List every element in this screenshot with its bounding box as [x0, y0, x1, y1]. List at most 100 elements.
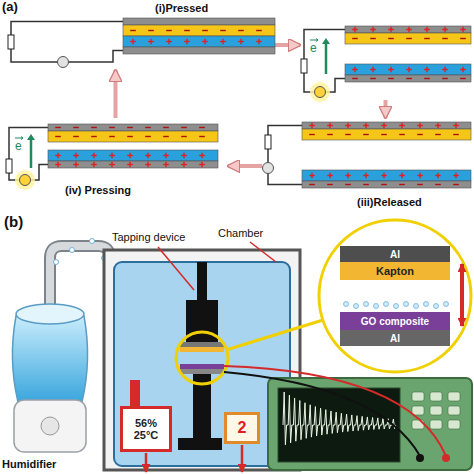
upper-film — [180, 347, 224, 352]
charge-sign — [181, 127, 187, 128]
charge-sign — [401, 173, 402, 179]
humidifier-base — [14, 400, 86, 452]
charge-sign — [184, 30, 190, 31]
bulb-symbol — [315, 87, 326, 98]
plate-layer — [123, 25, 275, 36]
charge-sign — [455, 123, 456, 129]
water-droplet — [374, 304, 379, 309]
charge-sign — [150, 39, 151, 45]
charge-sign — [390, 27, 391, 33]
charge-sign — [129, 153, 130, 159]
electrode-layer: Al — [340, 246, 450, 262]
electrode-layer: Al — [340, 330, 450, 346]
stage-arrow — [384, 100, 388, 118]
charge-sign — [401, 123, 402, 129]
charge-sign — [148, 30, 154, 31]
charge-sign — [238, 30, 244, 31]
charge-sign — [311, 123, 312, 129]
upper-electrode — [180, 342, 224, 347]
charge-sign — [424, 38, 430, 39]
charge-sign — [442, 78, 448, 79]
charge-sign — [163, 136, 169, 137]
layer-label: Al — [390, 333, 400, 344]
charge-sign — [91, 127, 97, 128]
layer-label: 56% — [135, 417, 157, 429]
charge-sign — [406, 38, 412, 39]
charge-sign — [435, 184, 441, 185]
charge-sign — [399, 134, 405, 135]
current-arrow — [325, 43, 328, 74]
charge-sign — [327, 184, 333, 185]
charge-sign — [347, 123, 348, 129]
charge-sign — [75, 153, 76, 159]
plate-layer — [48, 124, 218, 131]
charge-sign — [388, 38, 394, 39]
plate-layer — [123, 47, 275, 54]
charge-sign — [201, 153, 202, 159]
stage-illustration — [3, 2, 275, 70]
charge-sign — [57, 153, 58, 159]
plate-layer — [302, 181, 471, 188]
charge-sign — [202, 30, 208, 31]
scope-button — [448, 420, 460, 429]
zoom-circle — [176, 332, 228, 384]
plate-layer — [345, 75, 471, 82]
charge-sign — [329, 173, 330, 179]
plate-layer — [345, 26, 471, 33]
resistor-symbol — [6, 159, 12, 173]
water-droplets — [344, 302, 449, 309]
scope-body — [268, 378, 472, 470]
charge-sign — [199, 127, 205, 128]
charge-sign — [453, 134, 459, 135]
layer-label: Kapton — [376, 265, 414, 277]
charge-sign — [55, 136, 61, 137]
counter-display: 2 — [224, 412, 260, 444]
scope-button — [448, 392, 460, 401]
charge-sign — [390, 67, 391, 73]
lower-electrode — [180, 369, 224, 374]
current-arrowhead — [322, 38, 330, 44]
charge-sign — [201, 162, 202, 168]
stage-title: (i)Pressed — [155, 2, 208, 14]
plate-layer — [302, 129, 471, 140]
tank-lid — [16, 304, 84, 324]
charge-sign — [426, 27, 427, 33]
charge-sign — [345, 184, 351, 185]
charge-sign — [57, 162, 58, 168]
bulb-symbol — [20, 175, 31, 186]
plate-layer — [48, 161, 218, 168]
humidity-probe — [130, 380, 140, 406]
signal-trace — [283, 392, 396, 445]
charge-sign — [408, 67, 409, 73]
charge-sign — [256, 30, 262, 31]
charge-sign — [408, 27, 409, 33]
charge-sign — [311, 173, 312, 179]
bulb-symbol — [58, 57, 69, 68]
zoom-inset — [319, 220, 471, 372]
charge-sign — [442, 38, 448, 39]
charge-sign — [352, 78, 358, 79]
charge-sign — [163, 127, 169, 128]
charge-sign — [417, 184, 423, 185]
layer-label: 25°C — [134, 429, 159, 441]
water-droplet — [424, 302, 429, 307]
electron-symbol: e — [15, 140, 22, 153]
charge-sign — [111, 153, 112, 159]
plunger-block — [186, 300, 218, 342]
charge-sign — [363, 134, 369, 135]
stage-arrow — [114, 70, 118, 118]
charge-sign — [199, 136, 205, 137]
plate-layer — [302, 122, 471, 129]
resistor-symbol — [301, 59, 307, 73]
plate-layer — [345, 33, 471, 44]
ground-wire — [224, 372, 420, 456]
vapour-bubble — [102, 256, 107, 261]
vapour-bubble — [90, 239, 95, 244]
charge-sign — [127, 127, 133, 128]
charge-sign — [183, 162, 184, 168]
charge-sign — [365, 123, 366, 129]
leader-line — [250, 242, 276, 262]
stage-illustration — [300, 20, 471, 100]
water-droplet — [354, 304, 359, 309]
